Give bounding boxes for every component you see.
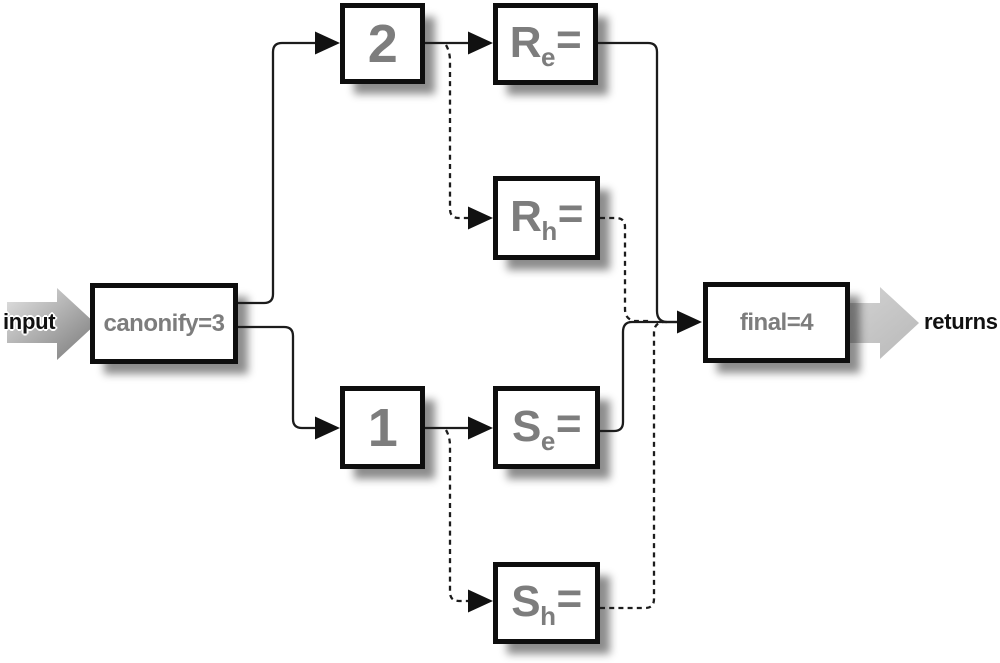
node-sh: Sh= xyxy=(493,562,600,644)
node-branch-1: 1 xyxy=(340,386,425,469)
arrowhead-into-final-icon xyxy=(677,310,702,334)
input-label: input xyxy=(3,309,56,334)
node-branch-2-label: 2 xyxy=(367,13,398,74)
node-se-label: Se= xyxy=(511,398,582,457)
node-re-label: Re= xyxy=(509,15,582,73)
sh-equals: = xyxy=(556,574,583,623)
sh-base: S xyxy=(511,577,541,626)
node-canonify: canonify=3 xyxy=(90,283,238,364)
returns-label: returns xyxy=(924,309,998,334)
arrowhead-into-se-icon xyxy=(468,416,493,440)
node-canonify-label: canonify=3 xyxy=(103,309,225,337)
node-se: Se= xyxy=(493,386,600,469)
re-subscript: e xyxy=(541,42,556,72)
returns-block-arrow-icon xyxy=(830,287,919,359)
arrowhead-into-2-icon xyxy=(315,31,340,55)
node-rh-label: Rh= xyxy=(510,189,583,247)
node-final: final=4 xyxy=(703,282,850,363)
re-equals: = xyxy=(556,15,582,64)
edge-2-to-rh xyxy=(444,44,469,220)
se-equals: = xyxy=(555,398,582,448)
re-base: R xyxy=(509,18,542,67)
arrowhead-into-re-icon xyxy=(468,31,493,55)
arrowhead-into-sh-icon xyxy=(468,589,493,613)
se-subscript: e xyxy=(540,425,555,456)
edge-sh-to-final xyxy=(600,320,670,610)
se-base: S xyxy=(511,401,541,451)
node-final-label: final=4 xyxy=(739,308,814,336)
rh-equals: = xyxy=(557,189,584,238)
node-re: Re= xyxy=(493,3,598,85)
rh-base: R xyxy=(510,192,542,241)
edge-1-to-sh xyxy=(444,429,469,603)
edge-rh-to-final xyxy=(600,216,650,323)
node-branch-1-label: 1 xyxy=(367,397,398,458)
node-sh-label: Sh= xyxy=(511,574,583,632)
rh-subscript: h xyxy=(541,216,557,246)
edge-canonify-to-1 xyxy=(238,325,316,430)
sh-subscript: h xyxy=(540,601,556,631)
edge-se-to-final xyxy=(600,320,677,433)
edge-canonify-to-2 xyxy=(238,41,316,305)
input-block-arrow-icon xyxy=(7,288,96,360)
arrowhead-into-1-icon xyxy=(315,416,340,440)
arrowhead-into-rh-icon xyxy=(468,206,493,230)
node-rh: Rh= xyxy=(493,176,600,260)
edge-re-to-final xyxy=(598,41,677,324)
node-branch-2: 2 xyxy=(340,3,425,84)
